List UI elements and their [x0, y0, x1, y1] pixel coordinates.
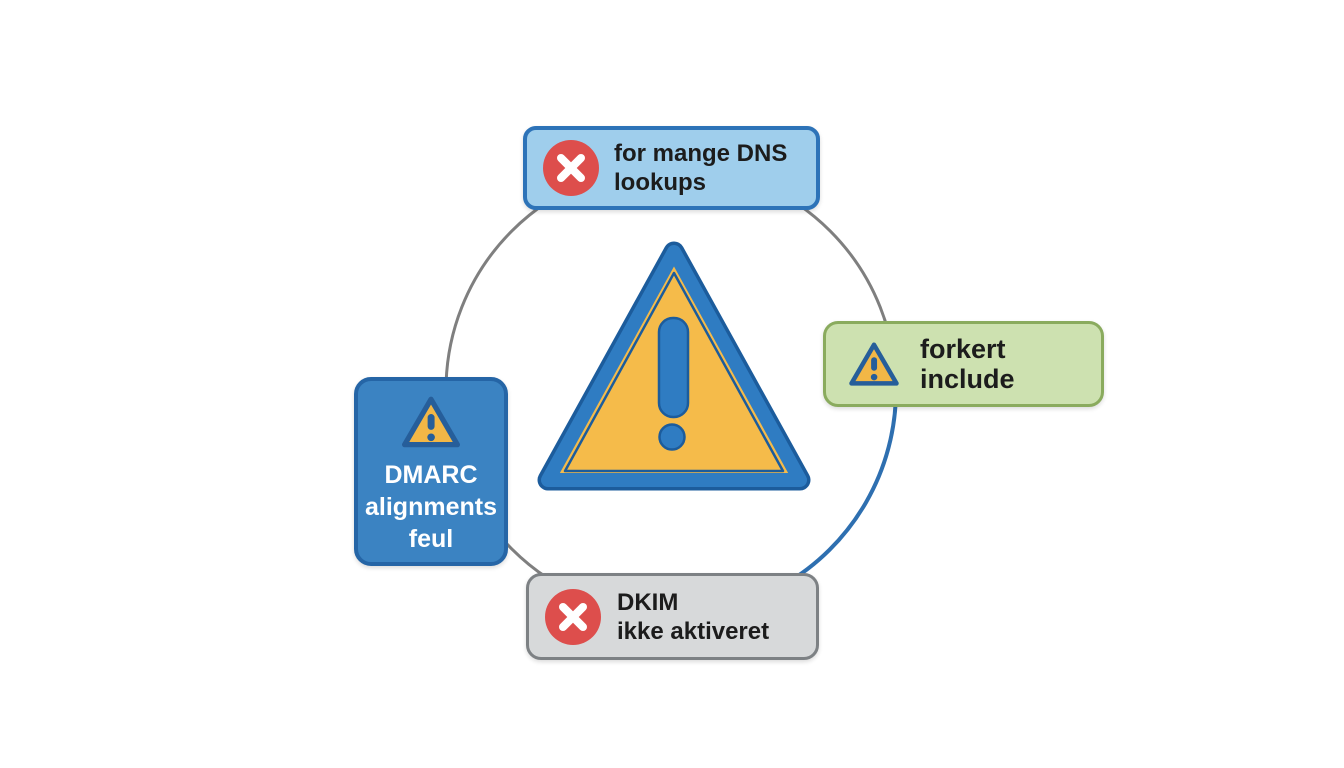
- node-dns-lookups-label: for mange DNS lookups: [614, 140, 788, 196]
- center-warning-triangle-icon: [537, 241, 811, 491]
- connector-arc-blue: [781, 388, 899, 587]
- exclamation-dot: [658, 423, 686, 451]
- node-dkim-disabled-label: DKIM ikke aktiveret: [617, 588, 770, 645]
- warning-triangle-icon: [849, 341, 899, 386]
- warning-triangle-icon: [401, 396, 461, 448]
- node-forkert-include: forkert include: [823, 321, 1104, 407]
- node-dkim-disabled: DKIM ikke aktiveret: [526, 573, 819, 660]
- node-dns-lookups: for mange DNS lookups: [523, 126, 820, 210]
- error-x-icon: [543, 140, 599, 196]
- node-forkert-include-label: forkert include: [920, 334, 1015, 394]
- node-dmarc-alignment-label: DMARC alignments feul: [365, 461, 497, 553]
- exclamation-bar: [657, 316, 690, 419]
- node-dmarc-alignment: DMARC alignments feul: [354, 377, 508, 566]
- error-x-icon: [545, 588, 601, 645]
